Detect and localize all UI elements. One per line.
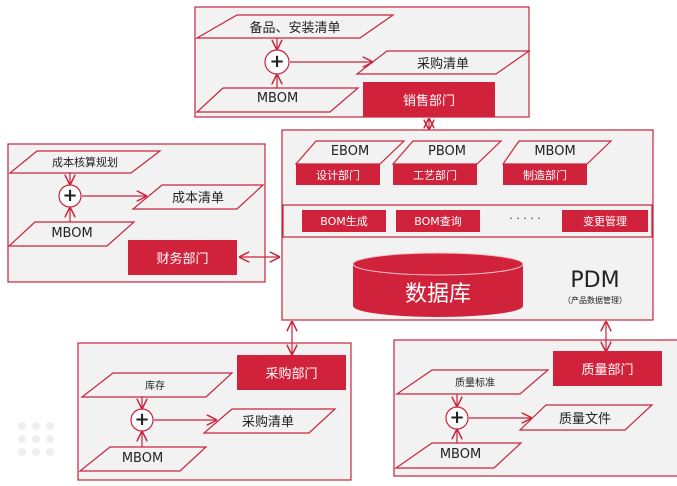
sales-panel bbox=[194, 6, 531, 118]
quality-input-bottom: MBOM bbox=[439, 447, 482, 462]
purchase-input-bottom: MBOM bbox=[121, 451, 164, 466]
function-bom-query[interactable]: BOM查询 bbox=[396, 210, 480, 232]
bom-type-mbom: MBOM bbox=[534, 144, 576, 159]
sales-input-bottom-shape bbox=[195, 87, 360, 113]
purchase-input-top: 库存 bbox=[145, 381, 165, 392]
sales-input-bottom: MBOM bbox=[256, 91, 299, 106]
bom-type-ebom: EBOM bbox=[330, 144, 370, 159]
database-label: 数据库 bbox=[404, 282, 471, 307]
purchase-department[interactable]: 采购部门 bbox=[237, 355, 346, 390]
finance-output: 成本清单 bbox=[171, 191, 224, 206]
database-cylinder bbox=[352, 252, 524, 317]
quality-input-top: 质量标准 bbox=[455, 378, 495, 389]
finance-plus-icon: + bbox=[62, 185, 78, 206]
department-manufacturing[interactable]: 制造部门 bbox=[503, 164, 587, 185]
finance-input-top: 成本核算规划 bbox=[52, 156, 118, 169]
decorative-dots-icon bbox=[18, 422, 54, 458]
purchase-plus-icon: + bbox=[134, 409, 150, 430]
quality-plus-icon: + bbox=[449, 407, 465, 428]
sales-input-top-shape bbox=[194, 14, 395, 39]
sales-input-top: 备品、安装清单 bbox=[249, 21, 341, 36]
sales-plus-icon: + bbox=[269, 51, 285, 72]
function-bom-generate[interactable]: BOM生成 bbox=[302, 210, 386, 232]
finance-input-bottom: MBOM bbox=[51, 226, 93, 241]
sales-department[interactable]: 销售部门 bbox=[363, 82, 495, 117]
purchase-output: 采购清单 bbox=[241, 415, 294, 430]
quality-output: 质量文件 bbox=[558, 412, 611, 427]
pdm-title: PDM bbox=[570, 268, 620, 293]
bom-type-pbom: PBOM bbox=[428, 144, 466, 159]
department-design[interactable]: 设计部门 bbox=[296, 164, 380, 185]
pdm-subtitle: （产品数据管理） bbox=[563, 296, 627, 305]
function-change-management[interactable]: 变更管理 bbox=[562, 210, 648, 232]
department-process[interactable]: 工艺部门 bbox=[393, 164, 477, 185]
function-more-ellipsis: · · · · · bbox=[509, 212, 541, 225]
finance-department[interactable]: 财务部门 bbox=[128, 240, 237, 275]
quality-department[interactable]: 质量部门 bbox=[553, 351, 662, 386]
sales-output: 采购清单 bbox=[416, 57, 469, 72]
